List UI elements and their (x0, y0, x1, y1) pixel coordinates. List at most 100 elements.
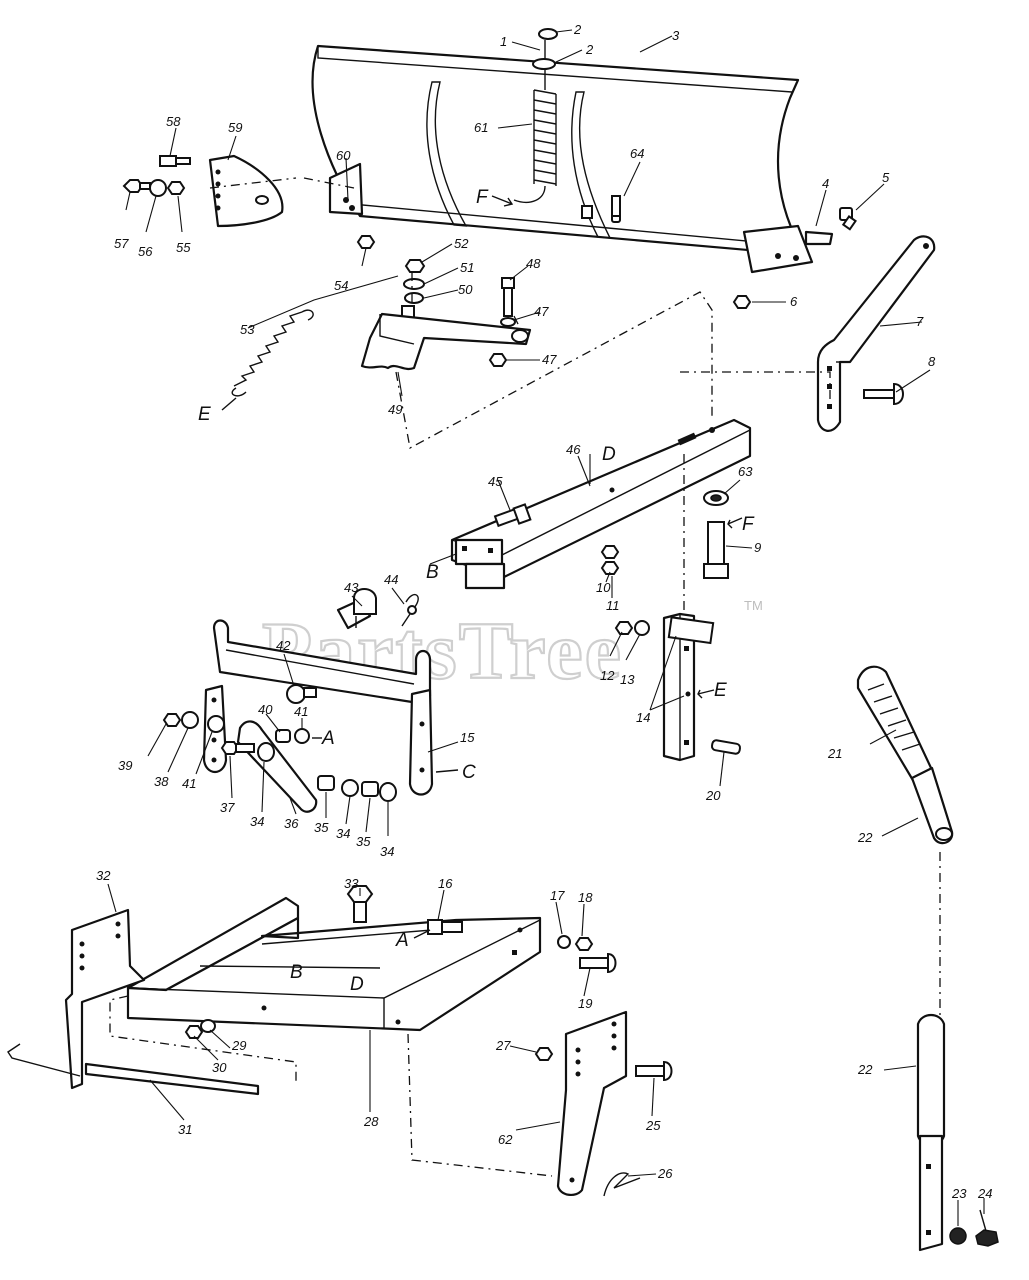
watermark-trademark: TM (744, 598, 763, 613)
callout-47: 47 (534, 304, 549, 319)
callout-27: 27 (495, 1038, 511, 1053)
pin-43-clip-44 (353, 588, 419, 627)
frame-bar-46 (450, 418, 752, 590)
callout-16: 16 (438, 876, 453, 891)
nut-6 (732, 295, 752, 309)
callout-44: 44 (384, 572, 398, 587)
callout-34: 34 (250, 814, 264, 829)
nut-23-bolt-24 (949, 1209, 999, 1247)
callout-31: 31 (178, 1122, 192, 1137)
alignment-lines (109, 177, 941, 1177)
bolt-washer-nut-55-57 (122, 179, 186, 197)
callout-48: 48 (526, 256, 541, 271)
callout-49: 49 (388, 402, 402, 417)
ref-letter-e: E (714, 680, 727, 701)
callout-17: 17 (550, 888, 565, 903)
callout-2: 2 (585, 42, 594, 57)
callout-5: 5 (882, 170, 890, 185)
part-callouts: 1 2 2 3 4 5 6 7 8 9 10 11 12 13 14 15 16… (96, 22, 992, 1201)
side-bracket-32 (64, 908, 146, 1090)
callout-58: 58 (166, 114, 181, 129)
callout-21: 21 (827, 746, 842, 761)
pivot-hardware-50-52 (401, 259, 426, 325)
callout-53: 53 (240, 322, 255, 337)
pivot-bracket-49 (360, 312, 532, 371)
callout-42: 42 (276, 638, 291, 653)
callout-20: 20 (705, 788, 721, 803)
bolt-5 (839, 207, 857, 231)
callout-41: 41 (182, 776, 196, 791)
callout-47: 47 (542, 352, 557, 367)
nut-54 (356, 235, 376, 249)
ref-letter-c: C (462, 762, 476, 783)
callout-28: 28 (363, 1114, 379, 1129)
callout-2: 2 (573, 22, 582, 37)
ref-letter-b: B (426, 562, 439, 583)
callout-9: 9 (754, 540, 761, 555)
carriage-bolt-8 (863, 382, 904, 406)
callout-12: 12 (600, 668, 615, 683)
bolt-45 (493, 503, 532, 528)
bolt-37-washer-34 (220, 741, 275, 762)
callout-35: 35 (314, 820, 329, 835)
ref-letter-f: F (742, 514, 755, 535)
reference-letters: F E D B F E A C A B D (198, 187, 755, 995)
callout-4: 4 (822, 176, 829, 191)
callout-22: 22 (857, 830, 873, 845)
leader-lines (107, 29, 985, 1226)
callout-37: 37 (220, 800, 235, 815)
bolt-16 (427, 919, 463, 935)
blade-spring (513, 28, 558, 204)
callout-30: 30 (212, 1060, 227, 1075)
callout-7: 7 (916, 314, 924, 329)
callout-41: 41 (294, 704, 308, 719)
callout-19: 19 (578, 996, 592, 1011)
nut-washer-38-39 (162, 711, 225, 733)
callout-33: 33 (344, 876, 359, 891)
callout-14: 14 (636, 710, 650, 725)
callout-13: 13 (620, 672, 635, 687)
callout-55: 55 (176, 240, 191, 255)
callout-64: 64 (630, 146, 644, 161)
mounting-frame-28 (126, 896, 542, 1032)
hardware-25-27 (534, 1047, 673, 1082)
callout-29: 29 (231, 1038, 246, 1053)
spacers-34-35 (317, 775, 397, 802)
rod-31 (7, 1043, 260, 1096)
callout-35: 35 (356, 834, 371, 849)
callout-3: 3 (672, 28, 680, 43)
callout-62: 62 (498, 1132, 513, 1147)
channel-14 (662, 612, 715, 762)
ref-letter-e: E (198, 404, 211, 425)
spacer-40-washer-41 (275, 728, 310, 744)
hair-pin-26 (603, 1172, 641, 1197)
callout-32: 32 (96, 868, 111, 883)
callout-43: 43 (344, 580, 359, 595)
lift-handle-21-22 (856, 665, 954, 845)
washer-63-bolt-9 (703, 490, 729, 579)
callout-60: 60 (336, 148, 351, 163)
ref-letter-d: D (350, 974, 364, 995)
callout-34: 34 (336, 826, 350, 841)
ref-letter-d: D (602, 444, 616, 465)
callout-50: 50 (458, 282, 473, 297)
callout-6: 6 (790, 294, 798, 309)
callout-46: 46 (566, 442, 581, 457)
bolt-64 (611, 195, 621, 217)
hitch-bracket-62 (556, 1010, 628, 1196)
callout-34: 34 (380, 844, 394, 859)
callout-22: 22 (857, 1062, 873, 1077)
handle-tube-22 (916, 1013, 946, 1252)
nuts-10-11 (600, 545, 620, 575)
callout-57: 57 (114, 236, 129, 251)
pin-20 (710, 739, 742, 755)
callout-38: 38 (154, 774, 169, 789)
callout-26: 26 (657, 1166, 673, 1181)
reference-arrows (221, 195, 743, 939)
callout-59: 59 (228, 120, 242, 135)
ref-letter-a: A (395, 930, 409, 951)
callout-11: 11 (606, 598, 620, 613)
trip-spring-53 (231, 309, 314, 397)
hardware-17-19 (557, 935, 617, 974)
